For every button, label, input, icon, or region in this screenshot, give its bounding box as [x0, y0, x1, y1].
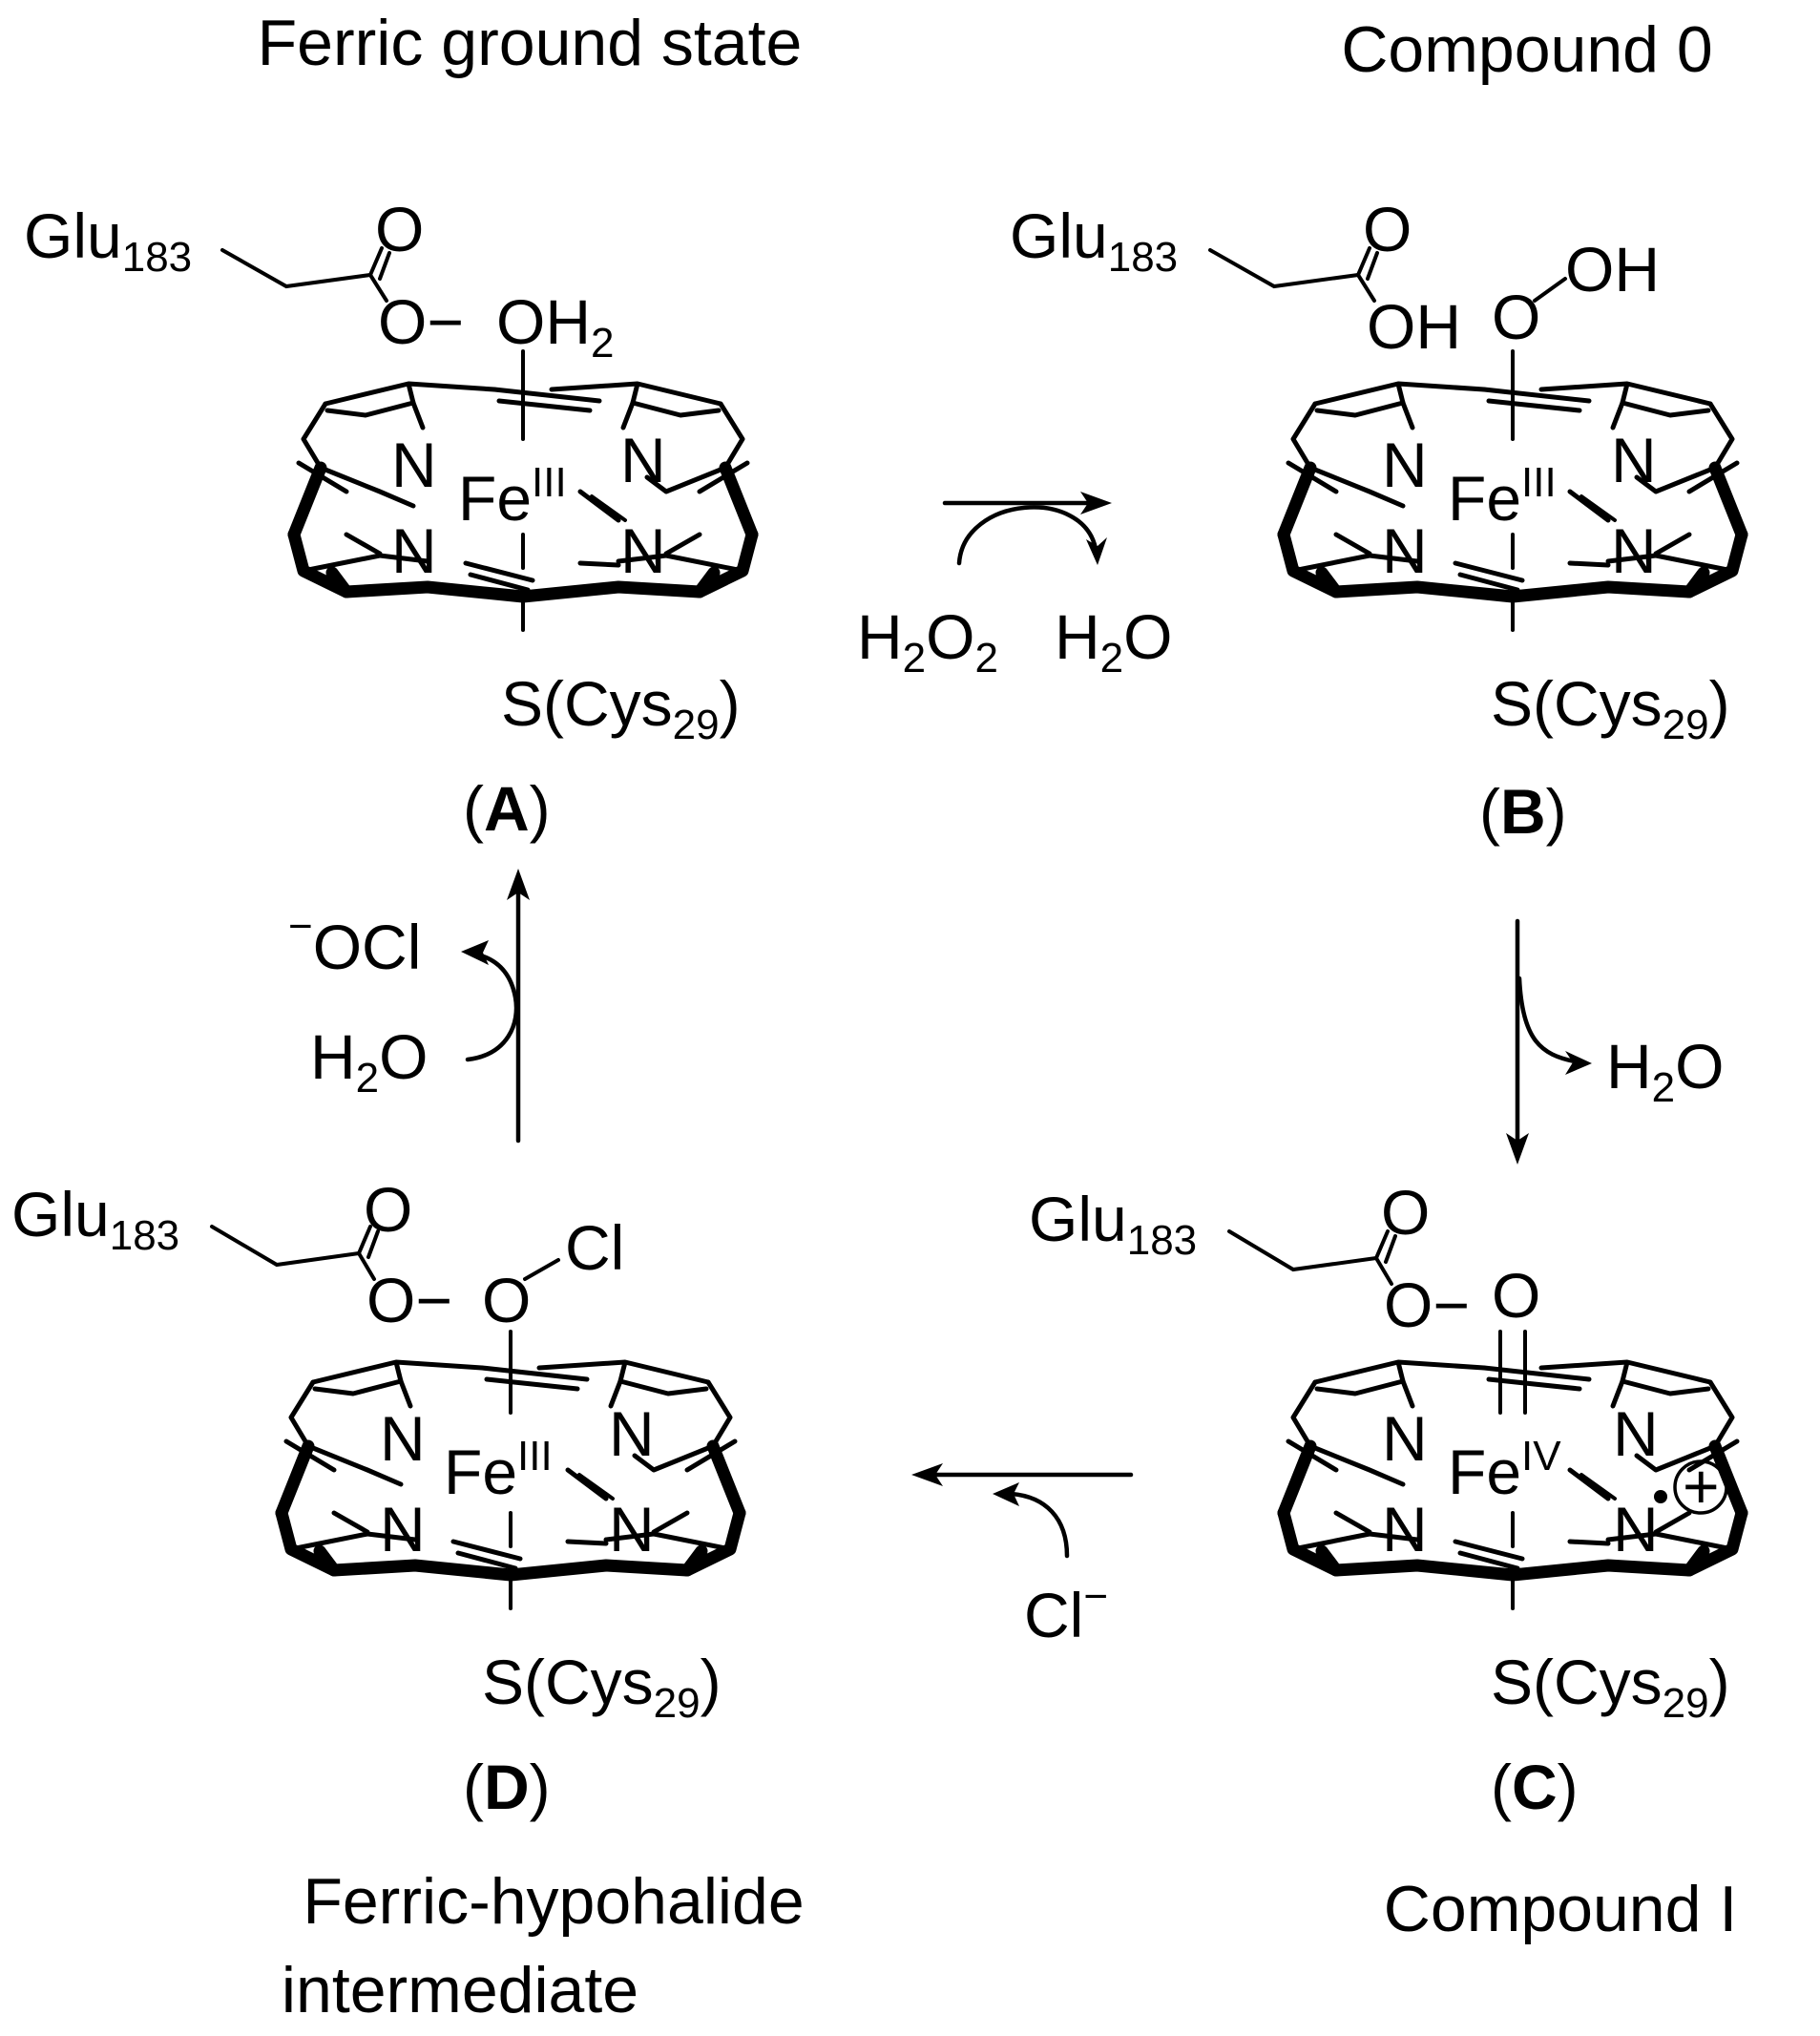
carboxylate-o: O− [1384, 1270, 1470, 1340]
reagent-h2o2: H2O2 [857, 601, 998, 682]
cys-ligand: S(Cys29) [1491, 668, 1730, 748]
product-h2o: H2O [1055, 601, 1173, 682]
carbonyl-o: O [1363, 194, 1412, 264]
arrow-b-to-c: H2O [1506, 918, 1725, 1165]
title-intermediate: intermediate [282, 1954, 638, 2026]
fe-atom: FeIII [458, 459, 567, 534]
carbonyl-o: O [364, 1174, 412, 1245]
n-atom: N [1611, 425, 1657, 495]
cation-circle [1673, 1459, 1728, 1515]
label-a: (A) [463, 773, 551, 844]
fe-atom: FeIV [1448, 1433, 1561, 1507]
n-atom: N [1382, 515, 1428, 586]
peroxide-oh: OH [1565, 234, 1660, 304]
n-atom: N [609, 1494, 655, 1564]
hypochlorite-o: O [482, 1265, 531, 1335]
fe-atom: FeIII [1448, 459, 1557, 534]
structure-a: N N N N FeIII OH2 Glu183 O O− S(Cys29) (… [24, 194, 752, 844]
title-compound-i: Compound I [1384, 1873, 1737, 1945]
title-ferric-hypohalide: Ferric-hypohalide [303, 1865, 804, 1938]
carboxylate-o: O− [378, 286, 464, 357]
cys-ligand: S(Cys29) [501, 668, 741, 748]
hypochlorite-cl: Cl [565, 1212, 624, 1283]
glu-residue: Glu183 [1029, 1184, 1197, 1264]
glu-residue: Glu183 [24, 200, 192, 281]
water-ligand: OH2 [496, 286, 615, 367]
arrow-c-to-d: Cl− [911, 1463, 1134, 1650]
radical-dot [1654, 1490, 1667, 1503]
structure-c: N N N N FeIV O + Glu183 O O− S(Cys29) (C… [1029, 1177, 1742, 1822]
title-ferric-ground-state: Ferric ground state [258, 7, 803, 79]
cys-ligand: S(Cys29) [482, 1647, 722, 1727]
n-atom: N [391, 515, 437, 586]
carboxylic-oh: OH [1367, 291, 1461, 362]
label-b: (B) [1479, 776, 1567, 847]
cys-ligand: S(Cys29) [1491, 1647, 1730, 1727]
n-atom: N [380, 1403, 426, 1474]
fe-atom: FeIII [444, 1433, 553, 1507]
peroxide-o: O [1492, 282, 1540, 352]
glu-residue: Glu183 [11, 1179, 179, 1259]
n-atom: N [1611, 515, 1657, 586]
n-atom: N [620, 425, 666, 495]
product-h2o: H2O [1606, 1031, 1725, 1111]
title-compound-0: Compound 0 [1341, 13, 1712, 86]
reagent-chloride: Cl− [1024, 1573, 1108, 1650]
product-hypochlorite: −OCl [288, 903, 421, 982]
n-atom: N [609, 1398, 655, 1469]
cation-plus: + [1683, 1451, 1720, 1522]
n-atom: N [1613, 1398, 1659, 1469]
arrow-d-to-a: −OCl H2O [288, 869, 530, 1144]
n-atom: N [391, 430, 437, 500]
n-atom: N [620, 515, 666, 586]
n-atom: N [1613, 1494, 1659, 1564]
n-atom: N [1382, 430, 1428, 500]
oxo-ligand: O [1492, 1260, 1540, 1331]
glu-residue: Glu183 [1010, 200, 1178, 281]
carboxylate-o: O− [366, 1265, 452, 1335]
n-atom: N [380, 1494, 426, 1564]
structure-b: N N N N FeIII O OH Glu183 O OH S(Cys29) … [1010, 194, 1742, 847]
carbonyl-o: O [1381, 1177, 1430, 1248]
label-d: (D) [463, 1752, 551, 1822]
n-atom: N [1382, 1494, 1428, 1564]
structure-d: N N N N FeIII O Cl Glu183 O O− S(Cys29) … [11, 1174, 740, 1822]
label-c: (C) [1491, 1752, 1579, 1822]
n-atom: N [1382, 1403, 1428, 1474]
arrow-a-to-b: H2O2 H2O [857, 492, 1173, 682]
carbonyl-o: O [375, 194, 424, 264]
reagent-h2o: H2O [310, 1021, 429, 1102]
